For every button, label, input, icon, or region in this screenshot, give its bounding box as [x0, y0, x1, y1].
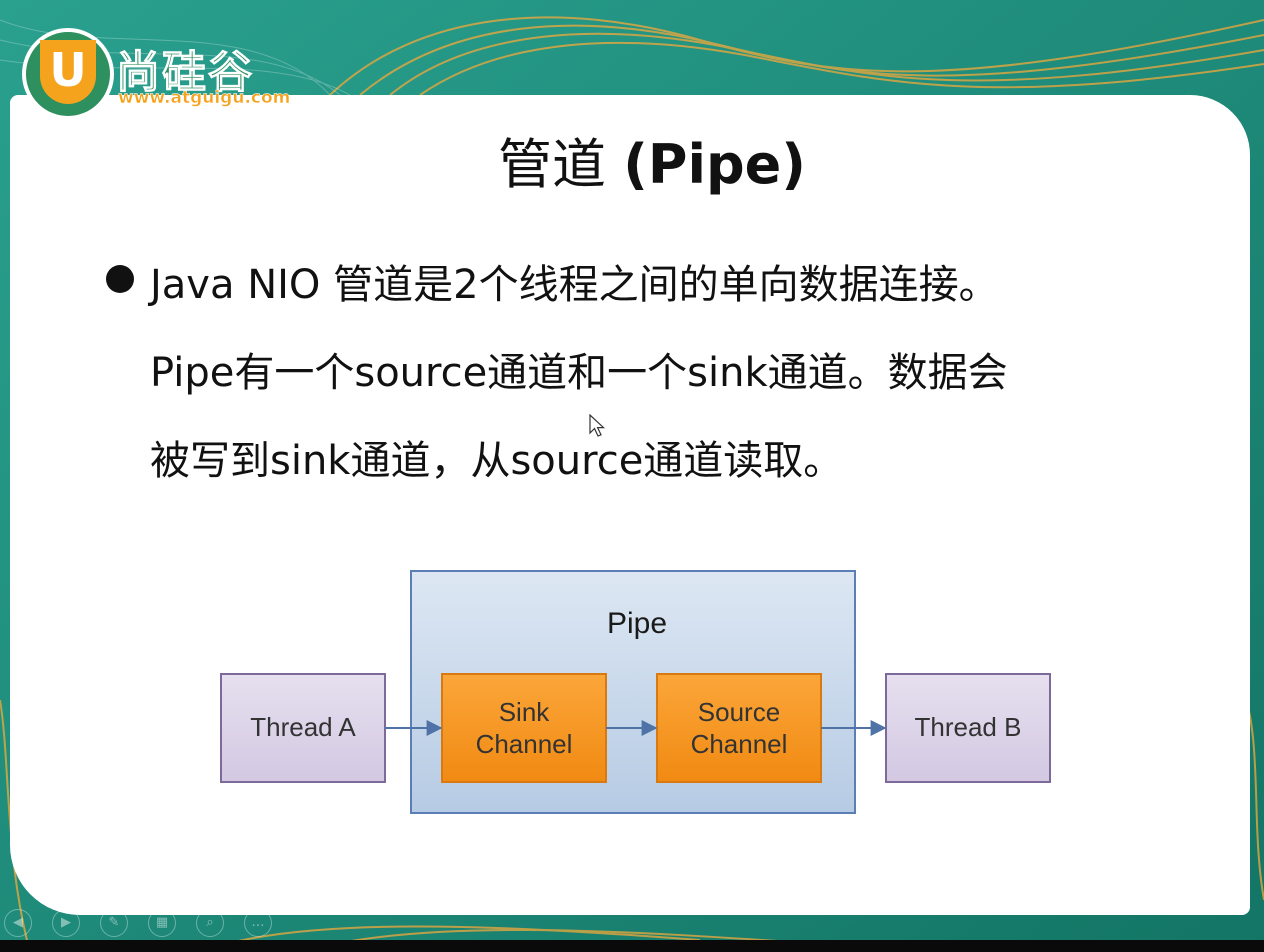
source-channel-box	[656, 673, 822, 783]
thread-a-label: Thread A	[250, 712, 356, 742]
mouse-cursor-icon	[589, 414, 606, 437]
bullet-icon	[106, 265, 134, 293]
pen-icon[interactable]: ✎	[100, 909, 128, 937]
body-text-line-1: Java NIO 管道是2个线程之间的单向数据连接。	[150, 262, 999, 308]
thread-b-label: Thread B	[915, 712, 1022, 742]
next-icon[interactable]: ▶	[52, 909, 80, 937]
source-channel-label-line2: Channel	[691, 729, 788, 759]
slide-title-latin: (Pipe)	[623, 133, 806, 196]
logo-name: 尚硅谷	[116, 47, 254, 99]
thread-a-box	[220, 673, 386, 783]
slide-title: 管道 (Pipe)	[0, 120, 1264, 199]
slideshow-controls: ◀ ▶ ✎ ▦ ⌕ …	[0, 903, 300, 943]
logo-badge-icon: U	[22, 28, 114, 120]
more-icon[interactable]: …	[244, 909, 272, 937]
sink-channel-label-line1: Sink	[499, 697, 551, 727]
body-text-line-2: Pipe有一个source通道和一个sink通道。数据会	[150, 350, 1008, 396]
bottom-bar	[0, 940, 1264, 952]
source-channel-label-line1: Source	[698, 697, 780, 727]
sink-channel-label-line2: Channel	[476, 729, 573, 759]
slides-icon[interactable]: ▦	[148, 909, 176, 937]
zoom-icon[interactable]: ⌕	[196, 909, 224, 937]
atguigu-logo: U 尚硅谷 www.atguigu.com	[18, 22, 318, 122]
prev-icon[interactable]: ◀	[4, 909, 32, 937]
logo-url: www.atguigu.com	[118, 88, 291, 109]
body-text-line-3: 被写到sink通道，从source通道读取。	[150, 438, 844, 484]
thread-b-box	[885, 673, 1051, 783]
logo-badge-letter: U	[40, 40, 96, 104]
slide-title-cjk: 管道	[498, 133, 607, 196]
sink-channel-box	[441, 673, 607, 783]
pipe-label: Pipe	[607, 607, 667, 640]
